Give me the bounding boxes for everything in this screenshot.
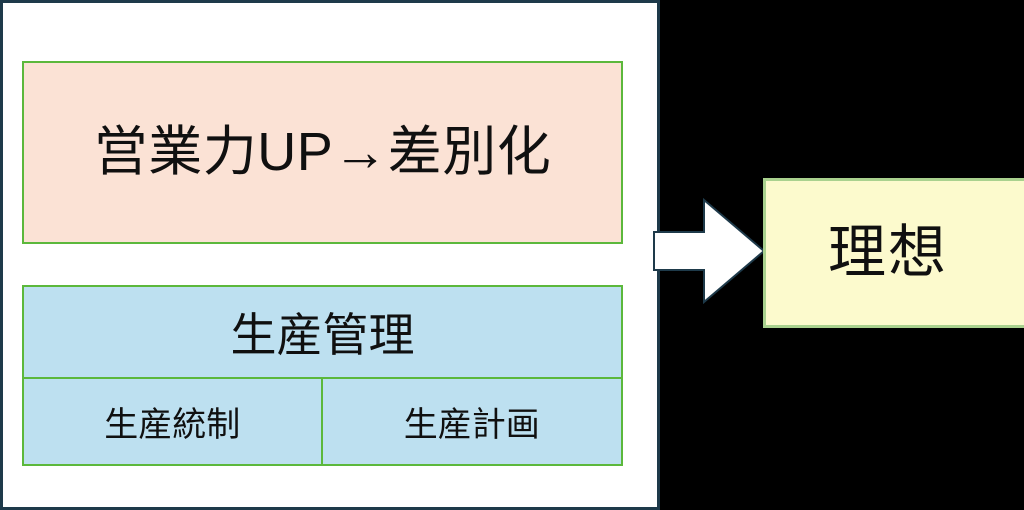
right-block-arrow-icon bbox=[652, 197, 766, 305]
production-control-cell[interactable]: 生産統制 bbox=[24, 379, 323, 464]
goal-ideal-box[interactable]: 理想 bbox=[763, 178, 1024, 328]
production-management-label: 生産管理 bbox=[230, 309, 415, 361]
production-control-label: 生産統制 bbox=[104, 406, 241, 444]
production-management-group[interactable]: 生産管理 生産統制 生産計画 bbox=[22, 285, 623, 466]
production-planning-cell[interactable]: 生産計画 bbox=[323, 379, 622, 464]
goal-ideal-label: 理想 bbox=[828, 220, 949, 286]
production-management-header[interactable]: 生産管理 bbox=[24, 287, 621, 379]
slide-white-panel: 営業力UP→差別化 生産管理 生産統制 生産計画 bbox=[0, 0, 660, 510]
sales-power-label: 営業力UP→差別化 bbox=[93, 121, 552, 182]
sales-power-box[interactable]: 営業力UP→差別化 bbox=[22, 61, 623, 244]
production-subcell-row: 生産統制 生産計画 bbox=[24, 379, 621, 464]
production-planning-label: 生産計画 bbox=[403, 406, 540, 444]
